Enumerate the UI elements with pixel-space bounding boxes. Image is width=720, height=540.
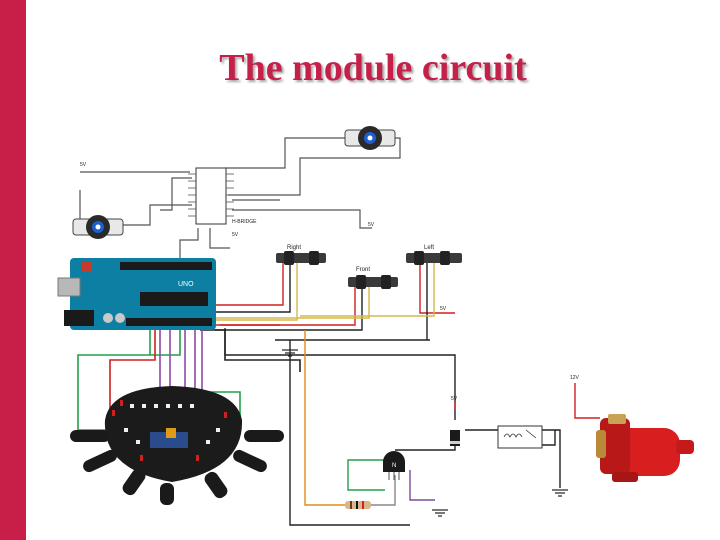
- sensor-label-front: Front: [356, 267, 370, 273]
- slide-accent-bar: [0, 0, 26, 540]
- slide-title: The module circuit: [219, 47, 527, 89]
- supply-label-top-left: 5V: [80, 162, 87, 168]
- ir-sensor-front: Front: [348, 267, 398, 289]
- ground-symbol-pump: [552, 489, 568, 497]
- motor-wires: [79, 137, 401, 268]
- arduino-label: UNO: [178, 281, 194, 288]
- diode: 5V: [450, 396, 460, 446]
- driver-wires: [224, 328, 600, 526]
- relay-5v-label: 5V: [451, 396, 458, 402]
- transistor-label: N: [392, 463, 396, 469]
- line-sensor-array: [70, 386, 284, 505]
- h-bridge-ic: H-BRIDGE: [188, 167, 257, 225]
- resistor: [345, 501, 371, 509]
- ic-label: H-BRIDGE: [232, 219, 257, 225]
- relay: [497, 425, 543, 449]
- pump-12v-label: 12V: [570, 375, 580, 381]
- supply-label-right: 5V: [368, 222, 375, 228]
- sensor-label-right: Right: [287, 245, 301, 251]
- ground-symbol-sensors: [282, 349, 298, 357]
- sensor-wires: [200, 262, 455, 350]
- rail-5v-label: 5V: [440, 306, 447, 312]
- water-pump: [596, 414, 694, 482]
- motor-top: [344, 126, 396, 150]
- ir-sensor-right: Right: [276, 245, 326, 265]
- sensor-label-left: Left: [424, 245, 434, 251]
- supply-label-below: 5V: [232, 232, 239, 238]
- array-wires: [77, 324, 301, 431]
- ground-symbol-transistor: [432, 509, 448, 517]
- ir-sensor-left: Left: [406, 245, 462, 265]
- arduino-board: UNO: [57, 258, 216, 330]
- npn-transistor: N: [383, 451, 405, 480]
- motor-left: [72, 215, 124, 239]
